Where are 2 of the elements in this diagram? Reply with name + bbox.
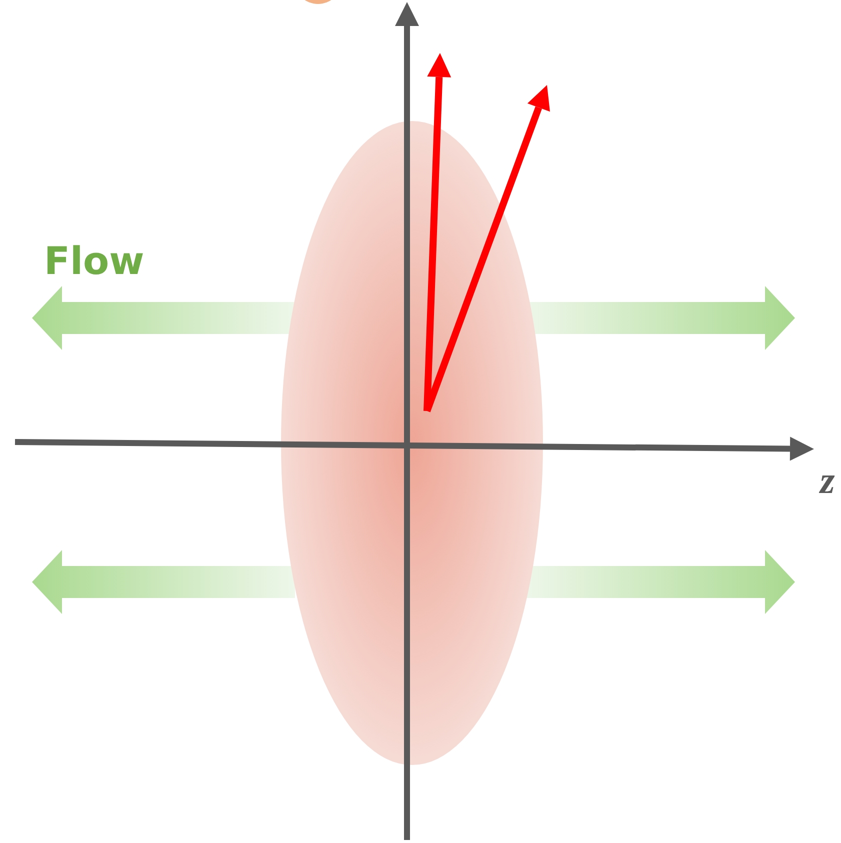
axis-label: z: [820, 462, 835, 500]
flow-label: Flow: [44, 242, 144, 280]
